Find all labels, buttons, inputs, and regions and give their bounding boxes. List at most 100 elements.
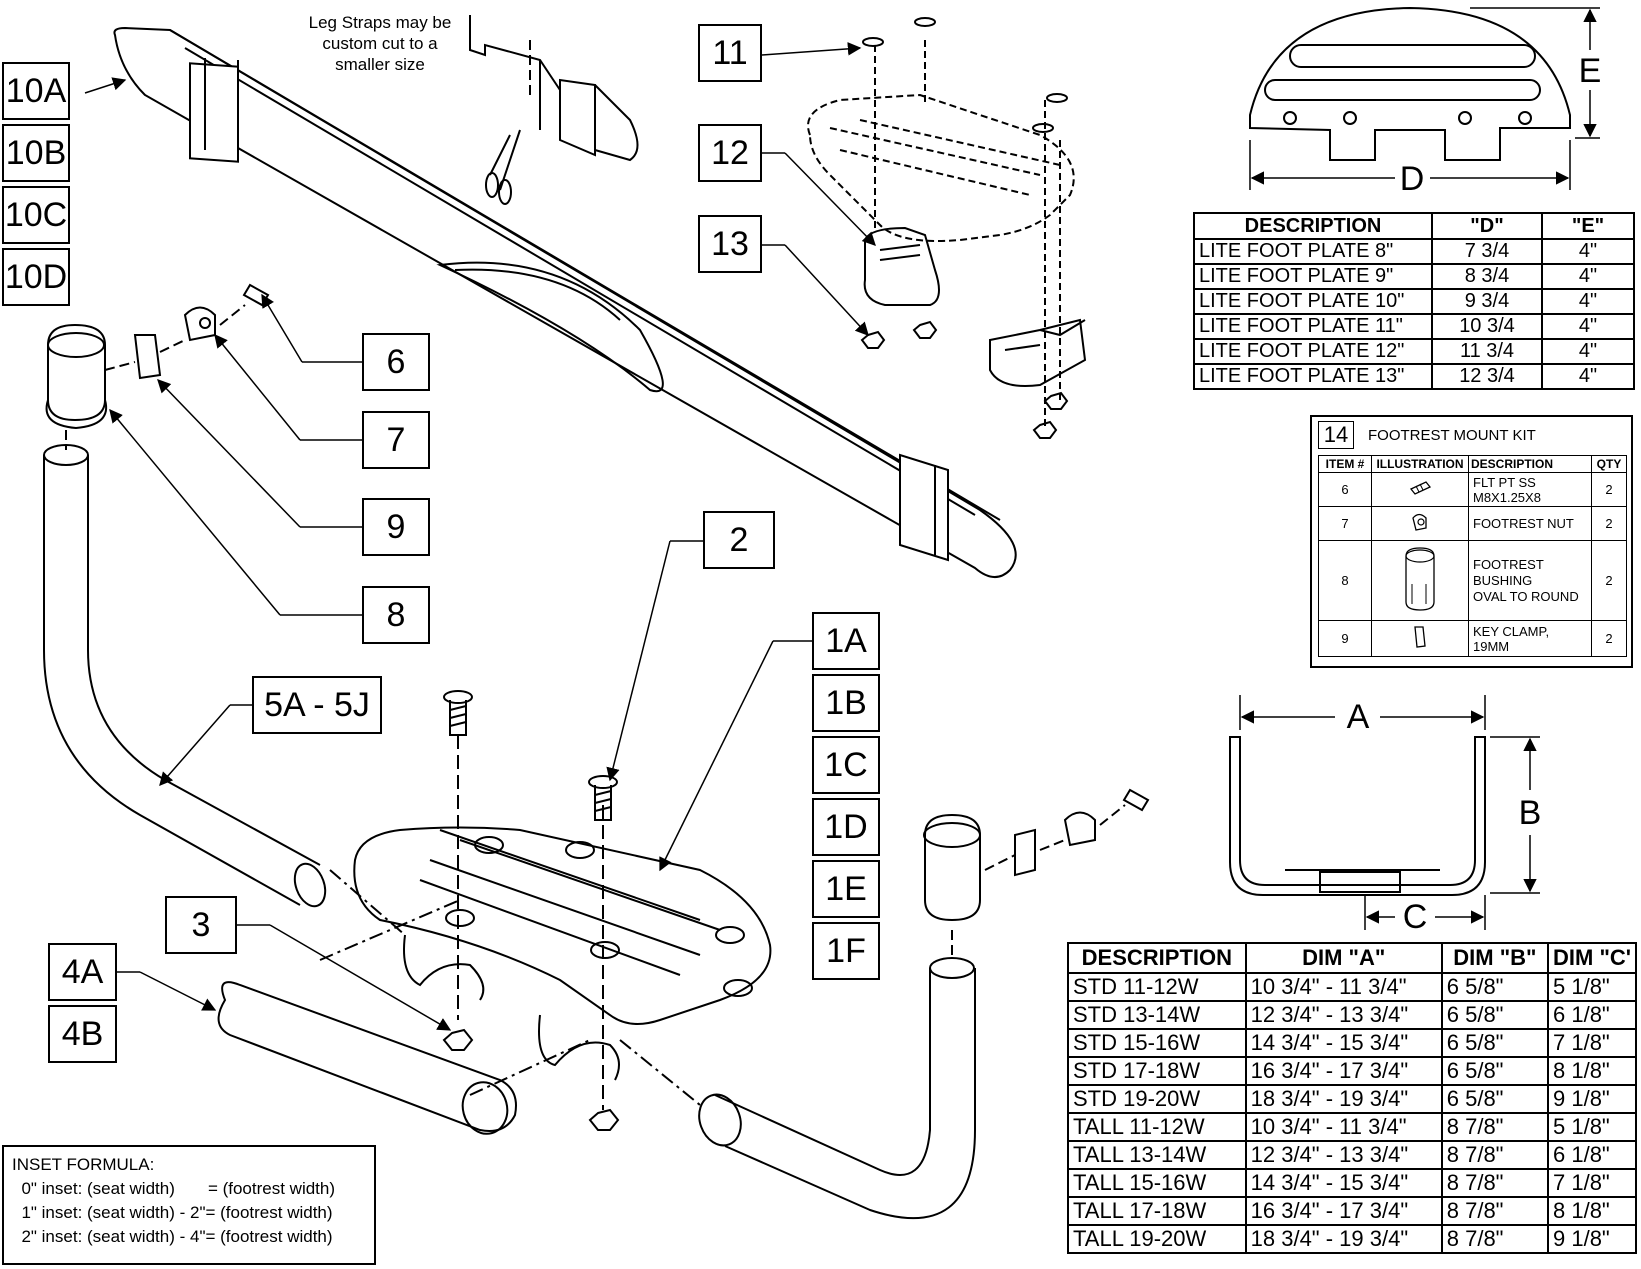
clamp-bar-drawing [217, 869, 701, 1135]
dim-cell: TALL 11-12W [1067, 1112, 1247, 1142]
leg-strap-note: Leg Straps may be custom cut to a smalle… [285, 12, 475, 75]
callout-8: 8 [362, 586, 430, 644]
table-row: 7 FOOTREST NUT 2 [1318, 506, 1627, 541]
dim-cell: 10 3/4" - 11 3/4" [1244, 972, 1443, 1002]
dim-cell: TALL 13-14W [1067, 1140, 1247, 1170]
dim-cell: 6 5/8" [1440, 1056, 1550, 1086]
callout-7: 7 [362, 411, 430, 469]
left-tube-drawing [43, 430, 327, 908]
callout-13: 13 [698, 215, 762, 273]
dim-cell: 5 1/8" [1547, 972, 1637, 1002]
kit-number: 14 [1318, 421, 1354, 449]
leg-strap-note-line: smaller size [335, 55, 425, 74]
kit-desc: KEY CLAMP, 19MM [1468, 620, 1592, 657]
dim-cell: 16 3/4" - 17 3/4" [1244, 1196, 1443, 1226]
dim-cell: 6 5/8" [1440, 1084, 1550, 1114]
right-hardware-set [923, 788, 1150, 922]
kit-qty: 2 [1591, 540, 1627, 621]
dim-header-c: DIM "C' [1547, 942, 1637, 974]
kit-desc: M8X1.25X8 [1473, 489, 1541, 505]
dim-cell: 16 3/4" - 17 3/4" [1244, 1056, 1443, 1086]
callout-1e: 1E [812, 860, 880, 918]
dim-cell: TALL 19-20W [1067, 1224, 1247, 1254]
strap-cut-detail [469, 15, 639, 205]
kit-qty: 2 [1591, 620, 1627, 657]
set-screw-icon [1409, 481, 1432, 495]
lite-cell: 4" [1541, 238, 1635, 265]
dim-cell: 9 1/8" [1547, 1224, 1637, 1254]
lite-cell: 11 3/4 [1431, 338, 1543, 365]
dim-cell: 6 5/8" [1440, 972, 1550, 1002]
lite-cell: LITE FOOT PLATE 13" [1193, 363, 1433, 390]
dim-cell: 14 3/4" - 15 3/4" [1244, 1168, 1443, 1198]
lite-cell: 12 3/4 [1431, 363, 1543, 390]
kit-header-description: DESCRIPTION [1468, 455, 1592, 473]
bushing-icon [1405, 547, 1435, 611]
lite-foot-plate-drawing [807, 40, 1075, 430]
kit-item: 8 [1318, 540, 1372, 621]
lite-foot-plate-table: DESCRIPTION "D" "E" LITE FOOT PLATE 8"7 … [1193, 212, 1635, 390]
dim-label-e: E [1579, 52, 1602, 90]
dim-cell: 6 1/8" [1547, 1000, 1637, 1030]
dim-cell: 8 7/8" [1440, 1112, 1550, 1142]
dim-cell: STD 13-14W [1067, 1000, 1247, 1030]
dim-cell: 12 3/4" - 13 3/4" [1244, 1000, 1443, 1030]
dim-cell: STD 15-16W [1067, 1028, 1247, 1058]
foot-plate-drawing [353, 735, 772, 1110]
dim-cell: 5 1/8" [1547, 1112, 1637, 1142]
dim-label-b: B [1519, 794, 1542, 832]
inset-formula-box: INSET FORMULA: 0" inset: (seat width) = … [2, 1145, 376, 1265]
callout-11: 11 [698, 24, 762, 82]
lite-cell: 4" [1541, 313, 1635, 340]
lite-plate-brackets [860, 17, 1087, 439]
dim-label-c: C [1403, 898, 1428, 936]
dim-cell: TALL 17-18W [1067, 1196, 1247, 1226]
leg-strap-note-line: Leg Straps may be [308, 13, 452, 32]
lite-cell: 4" [1541, 363, 1635, 390]
lite-header-e: "E" [1541, 212, 1635, 240]
dim-cell: 8 7/8" [1440, 1168, 1550, 1198]
inset-formula-line: 1" inset: (seat width) - 2"= (footrest w… [12, 1203, 333, 1222]
dim-cell: 8 7/8" [1440, 1196, 1550, 1226]
kit-desc: FOOTREST NUT [1468, 506, 1592, 541]
callout-1a: 1A [812, 612, 880, 670]
lite-cell: 8 3/4 [1431, 263, 1543, 290]
lite-cell: 4" [1541, 263, 1635, 290]
plate-dimension-view [1249, 6, 1571, 161]
callout-4b: 4B [48, 1005, 117, 1063]
kit-title: FOOTREST MOUNT KIT [1368, 426, 1536, 444]
u-frame-view [1229, 736, 1486, 896]
callout-5a-5j: 5A - 5J [252, 676, 382, 734]
dim-label-d: D [1400, 160, 1425, 198]
dim-header-b: DIM "B" [1440, 942, 1550, 974]
kit-desc: FLT PT SS [1473, 474, 1536, 490]
leg-strap-drawing [113, 26, 1017, 578]
dim-cell: 6 1/8" [1547, 1140, 1637, 1170]
table-row: 9 KEY CLAMP, 19MM 2 [1318, 620, 1627, 657]
kit-item: 6 [1318, 472, 1372, 507]
dim-cell: STD 17-18W [1067, 1056, 1247, 1086]
callout-6: 6 [362, 333, 430, 391]
dim-cell: 9 1/8" [1547, 1084, 1637, 1114]
footrest-dimension-table: DESCRIPTION DIM "A" DIM "B" DIM "C' STD … [1067, 942, 1637, 1254]
dim-cell: STD 19-20W [1067, 1084, 1247, 1114]
dim-cell: 14 3/4" - 15 3/4" [1244, 1028, 1443, 1058]
lite-cell: 10 3/4 [1431, 313, 1543, 340]
callout-10c: 10C [2, 186, 70, 244]
callout-1b: 1B [812, 674, 880, 732]
plate-screws [442, 690, 620, 1131]
right-tube-drawing [698, 930, 976, 1220]
lite-cell: LITE FOOT PLATE 10" [1193, 288, 1433, 315]
dim-cell: STD 11-12W [1067, 972, 1247, 1002]
kit-item: 7 [1318, 506, 1372, 541]
